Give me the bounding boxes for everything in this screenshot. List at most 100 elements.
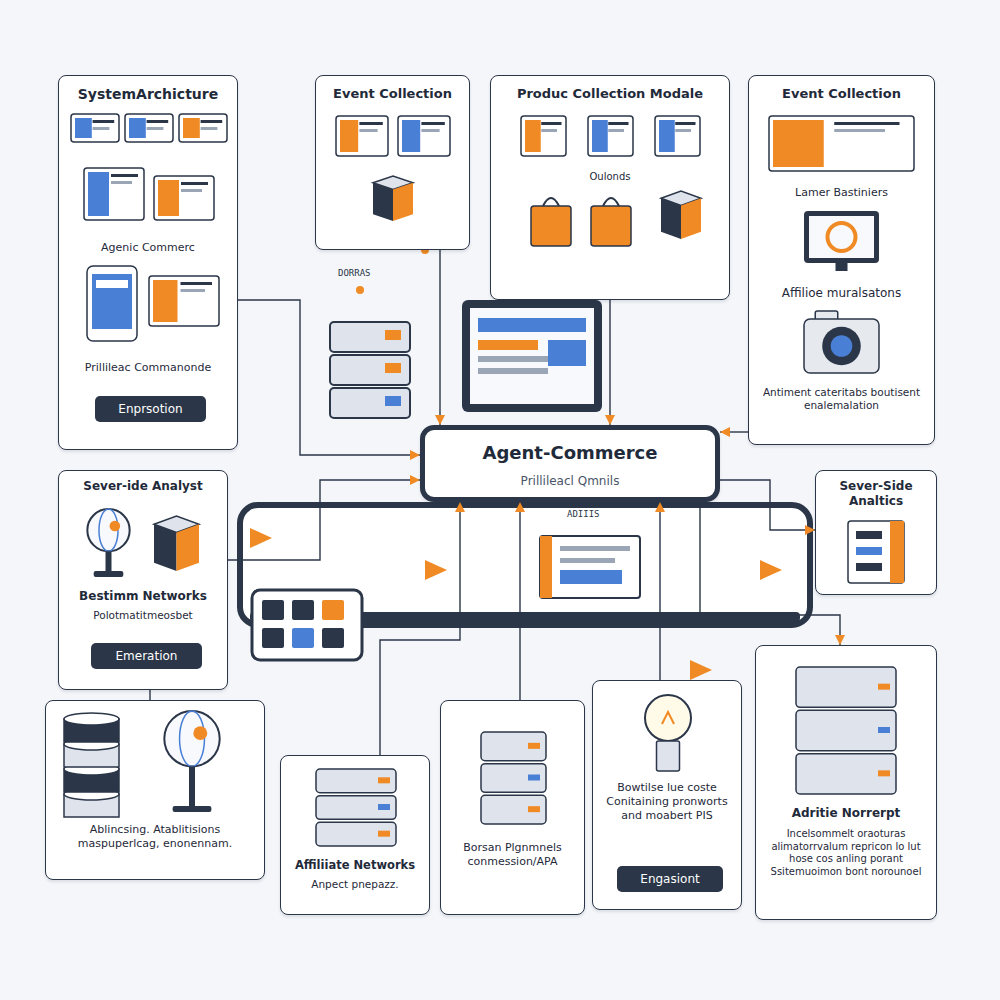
- button-box: Emeration: [91, 643, 202, 669]
- illustration-rect: [240, 505, 810, 625]
- illustration-rect: [106, 551, 112, 571]
- panel-box: Affiliiate NetworksAnpect pnepazz.: [280, 755, 430, 915]
- illustration-circle: [831, 335, 853, 357]
- illustration-rect: [796, 710, 896, 750]
- panel-icons: [46, 701, 266, 881]
- illustration-rect: [153, 280, 178, 322]
- illustration-rect: [147, 120, 169, 123]
- illustration-rect: [804, 211, 879, 263]
- illustration-rect: [592, 120, 608, 152]
- illustration-rect: [608, 122, 628, 125]
- illustration-rect: [96, 280, 128, 288]
- illustration-ellipse: [64, 713, 119, 725]
- illustration-rect: [528, 743, 540, 749]
- illustration-rect: [856, 563, 882, 571]
- illustration-rect: [378, 804, 390, 810]
- illustration-rect: [657, 741, 680, 771]
- illustration-rect: [322, 628, 344, 648]
- illustration-rect: [655, 116, 700, 156]
- panel-icons: [491, 76, 731, 301]
- illustration-rect: [93, 127, 110, 130]
- illustration-rect: [92, 274, 132, 329]
- illustration-path: [543, 198, 559, 206]
- panel-text: Antiment cateritabs boutisent enalemalat…: [754, 386, 929, 412]
- illustration-rect: [252, 590, 362, 660]
- illustration-rect: [149, 276, 219, 326]
- illustration-rect: [769, 116, 914, 171]
- panel-icons: [441, 701, 586, 916]
- illustration-rect: [878, 684, 890, 690]
- panel-text: Prillileac Commanonde: [64, 361, 232, 375]
- illustration-rect: [262, 600, 284, 620]
- illustration-rect: [481, 795, 546, 824]
- connector-line: [609, 300, 610, 425]
- illustration-rect: [71, 114, 119, 142]
- illustration-rect: [531, 206, 571, 246]
- illustration-rect: [796, 667, 896, 707]
- illustration-polygon: [154, 524, 177, 571]
- panel-title: Adritie Norrerpt: [761, 806, 931, 821]
- illustration-rect: [890, 521, 904, 583]
- illustration-rect: [147, 127, 164, 130]
- illustration-rect: [181, 282, 213, 285]
- panel-icons: [316, 76, 471, 251]
- illustration-rect: [521, 116, 566, 156]
- panel-text: Affilioe muralsatons: [754, 286, 929, 301]
- illustration-rect: [111, 181, 132, 184]
- panel-text: Anpect pnepazz.: [286, 878, 424, 891]
- panel-box: Borsan Plgnmnels conmession/APA: [440, 700, 585, 915]
- illustration-rect: [478, 340, 538, 350]
- illustration-polygon: [250, 528, 272, 548]
- connector-line: [659, 502, 660, 680]
- connector-line: [238, 300, 420, 455]
- illustration-circle: [828, 223, 856, 251]
- illustration-rect: [75, 118, 92, 138]
- illustration-rect: [525, 120, 541, 152]
- illustration-polygon: [681, 198, 701, 239]
- illustration-rect: [183, 118, 200, 138]
- illustration-rect: [481, 732, 546, 761]
- illustration-rect: [402, 120, 420, 152]
- illustration-rect: [385, 363, 401, 373]
- illustration-rect: [179, 114, 227, 142]
- illustration-rect: [478, 318, 586, 332]
- illustration-rect: [878, 770, 890, 776]
- illustration-polygon: [373, 183, 393, 221]
- illustration-circle: [645, 695, 691, 741]
- illustration-rect: [292, 628, 314, 648]
- illustration-rect: [201, 127, 218, 130]
- panel-text: Prillileacl Qmnils: [430, 474, 710, 489]
- panel-icons: [281, 756, 431, 916]
- free-label: ADIIIS: [565, 509, 602, 519]
- illustration-rect: [111, 174, 138, 177]
- illustration-rect: [421, 122, 444, 125]
- illustration-rect: [129, 118, 146, 138]
- illustration-rect: [856, 531, 882, 539]
- illustration-circle: [110, 521, 121, 532]
- panel-title: Ablincsing. Atablitisions maspuperlcag, …: [51, 823, 259, 851]
- free-label: DORRAS: [336, 268, 373, 278]
- connector-line: [519, 502, 520, 700]
- illustration-rect: [470, 308, 594, 404]
- panel-box: Event CollectionLamer BastiniersAffilioe…: [748, 75, 935, 445]
- illustration-rect: [659, 120, 675, 152]
- illustration-rect: [330, 322, 410, 352]
- illustration-rect: [675, 122, 695, 125]
- panel-icons: [756, 646, 938, 921]
- illustration-rect: [378, 831, 390, 837]
- panel-title: Affiliiate Networks: [286, 858, 424, 872]
- panel-text: Lamer Bastiniers: [754, 186, 929, 200]
- panel-box: Adritie NorrerptIncelsommelt oraoturas a…: [755, 645, 937, 920]
- panel-title: Borsan Plgnmnels conmession/APA: [446, 841, 579, 869]
- panel-box: Ablincsing. Atablitisions maspuperlcag, …: [45, 700, 265, 880]
- illustration-rect: [262, 628, 284, 648]
- illustration-rect: [591, 206, 631, 246]
- panel-icons: [59, 76, 239, 451]
- illustration-rect: [340, 120, 358, 152]
- panel-title: Sever-Side Analtics: [821, 479, 931, 509]
- panel-text: Agenic Commerc: [64, 241, 232, 255]
- illustration-rect: [322, 600, 344, 620]
- illustration-circle: [822, 327, 861, 366]
- illustration-rect: [608, 129, 624, 132]
